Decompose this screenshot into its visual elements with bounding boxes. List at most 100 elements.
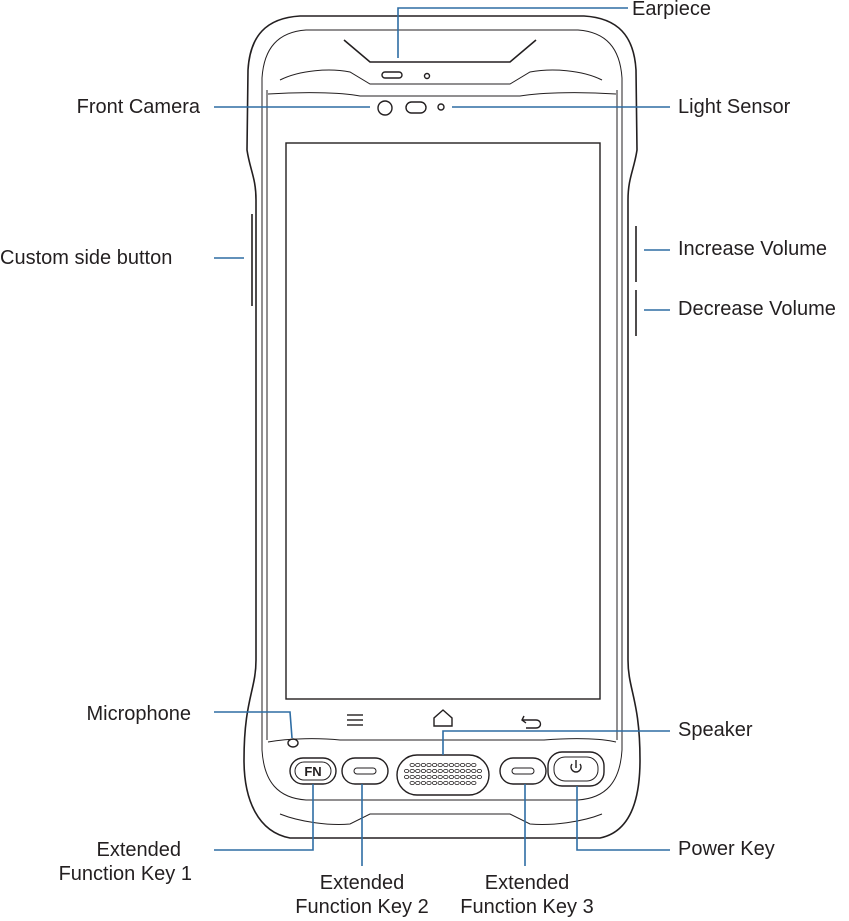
speaker-hole — [426, 763, 432, 768]
label-decrease-volume: Decrease Volume — [678, 298, 836, 320]
label-light-sensor: Light Sensor — [678, 96, 791, 118]
speaker-hole — [431, 775, 438, 780]
label-earpiece: Earpiece — [632, 0, 711, 20]
speaker-holes — [403, 763, 482, 786]
label-ext-fn-key-3: Extended Function Key 3 — [447, 871, 607, 919]
speaker-hole — [420, 781, 426, 786]
speaker-hole — [471, 769, 477, 774]
speaker-hole — [403, 775, 410, 780]
light-sensor — [437, 103, 445, 111]
speaker-hole — [443, 781, 449, 786]
label-ext-fn-key-3-line1: Extended — [484, 872, 570, 894]
speaker-hole — [403, 769, 410, 774]
speaker-hole — [454, 763, 460, 768]
label-ext-fn-key-1: Extended Function Key 1 — [59, 838, 192, 886]
front-camera — [377, 100, 393, 116]
speaker-hole — [476, 769, 482, 774]
label-ext-fn-key-2-line1: Extended — [319, 872, 405, 894]
speaker-hole — [459, 763, 466, 768]
earpiece-hole — [423, 72, 431, 80]
speaker-hole — [431, 769, 438, 774]
device-outer-body — [243, 15, 641, 839]
label-ext-fn-key-1-line2: Function Key 1 — [58, 863, 192, 885]
speaker-hole — [431, 763, 438, 768]
leader-lines — [214, 7, 670, 866]
proximity-sensor — [405, 101, 427, 114]
label-ext-fn-key-1-line1: Extended — [96, 839, 181, 861]
label-custom-side-button: Custom side button — [0, 247, 173, 269]
back-icon[interactable] — [521, 715, 542, 729]
speaker-hole — [465, 769, 471, 774]
extended-function-key-3-button[interactable] — [499, 757, 547, 785]
leader-ext-fn-key-1 — [214, 784, 314, 851]
speaker-hole — [465, 763, 471, 768]
speaker-hole — [437, 775, 443, 780]
speaker-hole — [420, 769, 426, 774]
label-front-camera: Front Camera — [76, 96, 200, 118]
microphone-port — [287, 738, 299, 748]
label-microphone: Microphone — [86, 703, 191, 725]
label-increase-volume: Increase Volume — [678, 238, 827, 260]
speaker-hole — [471, 775, 477, 780]
speaker-hole — [415, 763, 421, 768]
speaker-hole — [471, 763, 477, 768]
home-icon[interactable] — [433, 709, 453, 727]
display-screen[interactable] — [285, 142, 601, 700]
speaker-hole — [448, 775, 454, 780]
speaker-hole — [459, 769, 466, 774]
speaker-hole — [454, 781, 460, 786]
bottom-panel-divider — [267, 738, 617, 743]
speaker-hole — [443, 763, 449, 768]
speaker-hole — [415, 769, 421, 774]
leader-power-key — [576, 786, 670, 851]
speaker-hole — [415, 781, 421, 786]
speaker-hole — [465, 775, 471, 780]
speaker-hole — [448, 763, 454, 768]
earpiece-slot — [381, 71, 403, 79]
bottom-contour — [279, 813, 603, 825]
speaker-grille — [396, 754, 490, 796]
leader-earpiece — [397, 7, 628, 58]
label-ext-fn-key-2-line2: Function Key 2 — [295, 896, 429, 918]
speaker-hole — [471, 781, 477, 786]
speaker-hole — [459, 781, 466, 786]
speaker-hole — [431, 781, 438, 786]
power-icon — [570, 760, 582, 773]
speaker-hole — [420, 775, 426, 780]
speaker-hole — [426, 769, 432, 774]
power-key[interactable] — [547, 751, 605, 787]
leader-microphone — [214, 711, 293, 739]
speaker-hole — [426, 775, 432, 780]
speaker-hole — [459, 775, 466, 780]
speaker-hole — [409, 775, 415, 780]
label-power-key: Power Key — [678, 838, 775, 860]
extended-function-key-2-button[interactable] — [341, 757, 389, 785]
speaker-hole — [448, 769, 454, 774]
speaker-hole — [409, 763, 415, 768]
fn-key-label: FN — [304, 764, 321, 779]
top-panel-divider — [267, 92, 617, 97]
speaker-hole — [415, 775, 421, 780]
label-speaker: Speaker — [678, 719, 753, 741]
speaker-hole — [420, 763, 426, 768]
speaker-hole — [437, 769, 443, 774]
speaker-hole — [443, 769, 449, 774]
speaker-hole — [454, 775, 460, 780]
leader-speaker — [442, 730, 670, 755]
speaker-hole — [448, 781, 454, 786]
speaker-hole — [443, 775, 449, 780]
speaker-hole — [476, 775, 482, 780]
menu-icon[interactable] — [347, 714, 363, 726]
speaker-hole — [426, 781, 432, 786]
device-inner-bezel — [261, 29, 623, 801]
speaker-hole — [409, 781, 415, 786]
speaker-hole — [437, 781, 443, 786]
top-contour — [279, 69, 603, 85]
label-ext-fn-key-3-line2: Function Key 3 — [460, 896, 594, 918]
earpiece-recess — [343, 39, 537, 63]
label-ext-fn-key-2: Extended Function Key 2 — [282, 871, 442, 919]
speaker-hole — [454, 769, 460, 774]
speaker-hole — [437, 763, 443, 768]
speaker-hole — [465, 781, 471, 786]
